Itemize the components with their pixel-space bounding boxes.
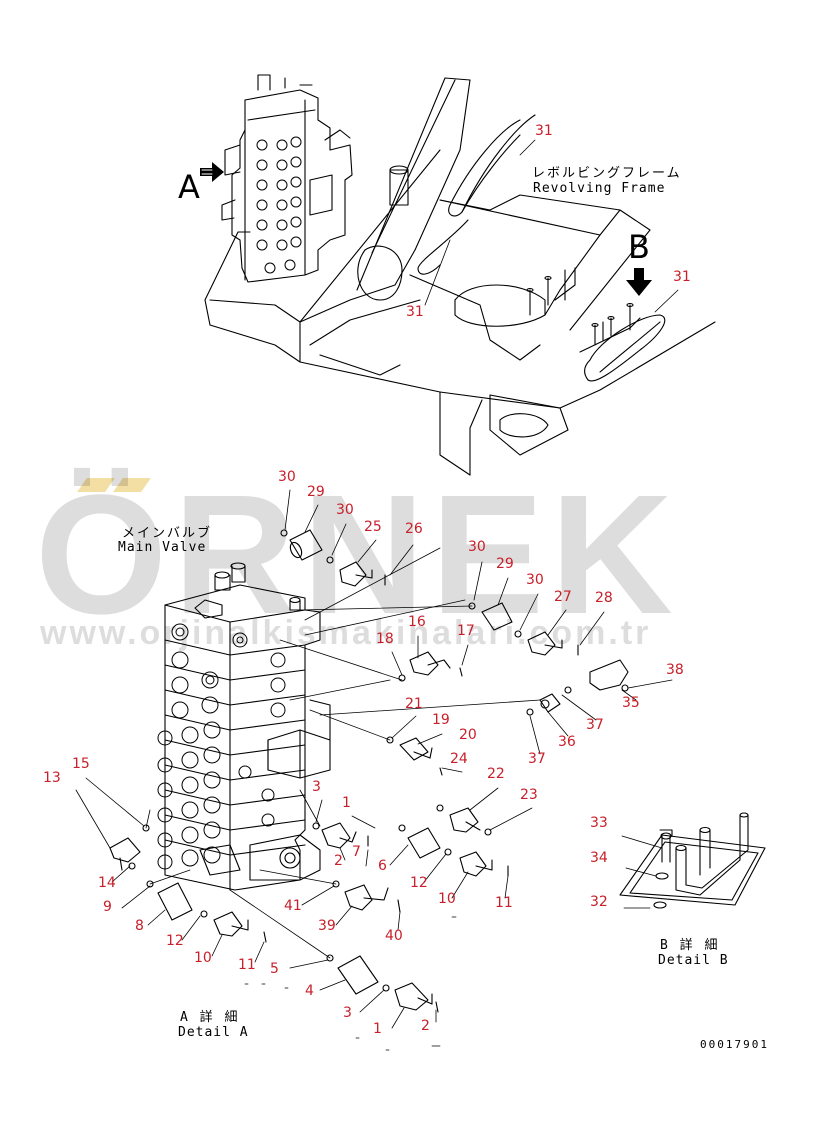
detail-b-en-label: Detail B: [658, 953, 729, 968]
callout-number: 30: [278, 469, 296, 485]
connection-lines: [145, 547, 541, 959]
callout-number: 31: [535, 123, 553, 139]
detail-b-ja-label: B 詳 細: [660, 938, 720, 953]
callout-number: 31: [406, 304, 424, 320]
callout-number: 9: [103, 899, 112, 915]
callout-number: 14: [98, 875, 116, 891]
callout-number: 26: [405, 521, 423, 537]
callout-number: 12: [166, 933, 184, 949]
callout-number: 37: [528, 751, 546, 767]
callout-number: 8: [135, 918, 144, 934]
main-valve-ja-label: メインバルブ: [122, 526, 213, 541]
callout-number: 2: [421, 1018, 430, 1034]
callout-number: 18: [376, 631, 394, 647]
callout-number: 39: [318, 918, 336, 934]
callout-number: 13: [43, 770, 61, 786]
callout-number: 37: [586, 717, 604, 733]
revolving-frame-en-label: Revolving Frame: [533, 181, 666, 196]
callout-number: 11: [495, 895, 513, 911]
callout-number: 40: [385, 928, 403, 944]
callout-number: 34: [590, 850, 608, 866]
leader-lines: [75, 139, 679, 1029]
callout-number: 25: [364, 519, 382, 535]
callout-number: 3: [312, 779, 321, 795]
callout-number: 5: [270, 961, 279, 977]
main-valve-small: [221, 74, 353, 283]
fittings: [109, 529, 629, 1013]
callout-number: 17: [457, 623, 475, 639]
callout-number: 28: [595, 590, 613, 606]
view-a-letter: A: [178, 168, 200, 206]
callout-number: 11: [238, 957, 256, 973]
callout-number: 21: [405, 696, 423, 712]
callout-number: 4: [305, 983, 314, 999]
callout-number: 33: [590, 815, 608, 831]
view-a-arrow: [200, 162, 224, 182]
callout-number: 12: [410, 875, 428, 891]
detail-a-en-label: Detail A: [178, 1025, 249, 1040]
callout-number: 10: [438, 891, 456, 907]
callout-number: 10: [194, 950, 212, 966]
callout-number: 29: [496, 556, 514, 572]
callout-number: 2: [334, 853, 343, 869]
main-valve-en-label: Main Valve: [118, 540, 207, 555]
callout-number: 31: [673, 269, 691, 285]
drawing-code: 00017901: [700, 1038, 769, 1051]
callout-number: 30: [336, 502, 354, 518]
callout-number: 29: [307, 484, 325, 500]
detail-a-ja-label: A 詳 細: [180, 1010, 240, 1025]
callout-number: 20: [459, 727, 477, 743]
callout-number: 22: [487, 766, 505, 782]
view-b-arrow: [626, 268, 652, 296]
revolving-frame-ja-label: レボルビングフレーム: [532, 166, 682, 181]
callout-number: 24: [450, 751, 468, 767]
callout-number: 30: [526, 572, 544, 588]
callout-number: 3: [343, 1005, 352, 1021]
revolving-frame: [204, 77, 716, 476]
callout-number: 15: [72, 756, 90, 772]
callout-number: 7: [352, 844, 361, 860]
callout-number: 35: [622, 695, 640, 711]
callout-number: 23: [520, 787, 538, 803]
callout-number: 38: [666, 662, 684, 678]
callout-number: 1: [373, 1021, 382, 1037]
main-valve-large: [157, 562, 331, 891]
callout-number: 16: [408, 614, 426, 630]
callout-number: 30: [468, 539, 486, 555]
callout-number: 41: [284, 898, 302, 914]
callout-number: 1: [342, 795, 351, 811]
callout-number: 32: [590, 894, 608, 910]
view-b-letter: B: [628, 228, 650, 266]
detail-b: [619, 812, 766, 909]
callout-number: 19: [432, 712, 450, 728]
callout-number: 36: [558, 734, 576, 750]
callout-number: 6: [378, 858, 387, 874]
callout-number: 27: [554, 589, 572, 605]
